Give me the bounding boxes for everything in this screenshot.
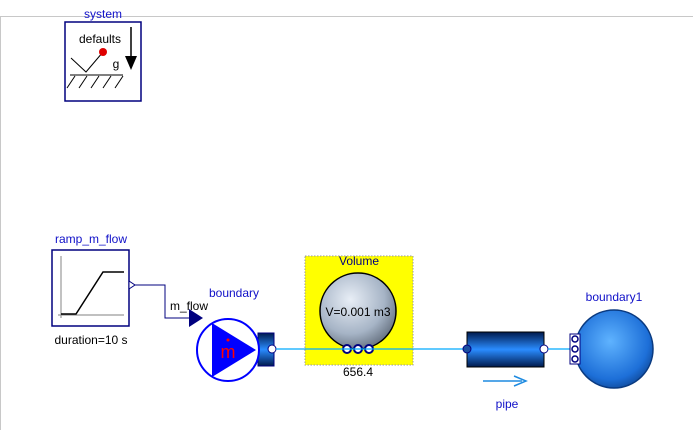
boundary-name-label: boundary [209,286,259,300]
ramp-name-label: ramp_m_flow [55,232,127,246]
volume-parameter-text: V=0.001 m3 [325,305,390,319]
boundary1-ports-icon[interactable] [569,333,581,365]
flow-direction-arrow-icon [483,375,528,387]
gravity-arrow-icon [125,27,137,70]
volume-value-text: 656.4 [343,365,373,379]
volume-component[interactable]: Volume V=0.001 m3 656.4 [304,254,414,379]
ramp-output-port-icon[interactable] [128,280,136,290]
pendulum-icon [70,48,107,73]
diagram-frame-left [0,16,1,430]
diagram-frame-top [0,16,693,17]
boundary-mass-dot-icon [226,338,230,342]
boundary1-name-label: boundary1 [586,290,643,304]
pipe-name-label: pipe [496,397,519,411]
system-defaults-text: defaults [79,32,121,46]
boundary-mass-symbol: m [221,342,236,362]
boundary-input-label: m_flow [170,299,208,313]
system-component[interactable]: system defaults g [64,7,142,102]
boundary-component[interactable]: boundary m_flow m [170,286,277,382]
boundary1-component[interactable]: boundary1 [569,290,654,389]
boundary-input-port-icon[interactable] [189,309,203,327]
pipe-port-b-icon[interactable] [539,344,549,354]
pump-triangle-icon [212,323,256,377]
ramp-axes-icon [58,256,124,318]
signal-connection-line[interactable] [135,284,189,319]
boundary-fluid-port-icon[interactable] [267,344,277,354]
volume-name-label: Volume [339,254,379,268]
boundary1-body-icon [574,309,654,389]
ground-hatch-icon [66,74,124,89]
ramp-component[interactable]: ramp_m_flow duration=10 s [51,232,136,347]
system-name-label: system [84,7,122,21]
ramp-parameter-text: duration=10 s [54,333,127,347]
system-gravity-text: g [113,57,120,71]
pipe-body-icon [466,331,545,368]
pipe-component[interactable]: pipe [462,331,549,411]
pipe-port-a-icon[interactable] [462,344,472,354]
